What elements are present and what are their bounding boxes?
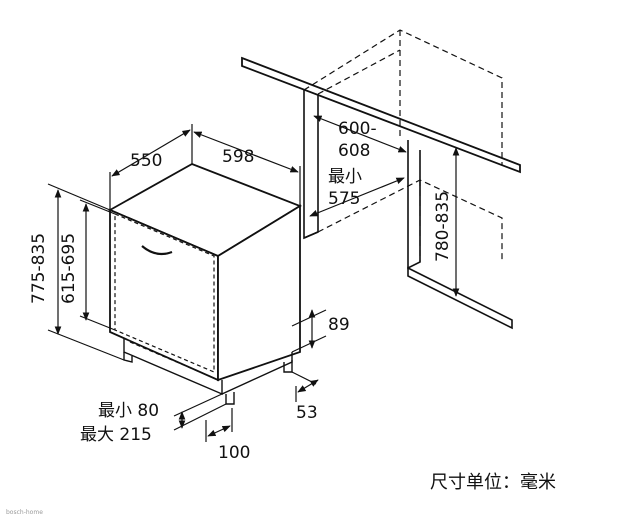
door-panel-hidden [114, 213, 215, 379]
niche-height-label: 780-835 [433, 191, 453, 262]
countertop [241, 56, 521, 174]
kitchen-niche [241, 56, 521, 330]
niche-min-label-2: 575 [328, 189, 360, 209]
niche-depth-label-2: 608 [338, 141, 370, 161]
niche-min-label-1: 最小 [328, 167, 362, 187]
dishwasher [107, 163, 303, 405]
plinth-max-label: 最大 215 [80, 425, 152, 445]
niche-depth-label-1: 600- [338, 119, 377, 139]
floor-plinth [407, 266, 513, 330]
watermark: bosch-home [6, 509, 43, 516]
plinth-label: 89 [328, 315, 350, 335]
door-height-label: 615-695 [59, 233, 79, 304]
depth-label: 550 [130, 151, 162, 171]
plinth-min-label: 最小 80 [98, 401, 159, 421]
niche-dimension-lines [309, 115, 460, 297]
foot-gap-label: 100 [218, 443, 250, 463]
door-handle [141, 245, 173, 256]
dishwasher-dimension-lines [47, 124, 327, 442]
width-label: 598 [222, 147, 254, 167]
dishwasher-side [217, 204, 301, 382]
unit-caption: 尺寸单位：毫米 [430, 472, 556, 493]
height-range-label: 775-835 [29, 233, 49, 304]
right-cabinet-panel [407, 140, 421, 270]
foot-offset-label: 53 [296, 403, 318, 423]
